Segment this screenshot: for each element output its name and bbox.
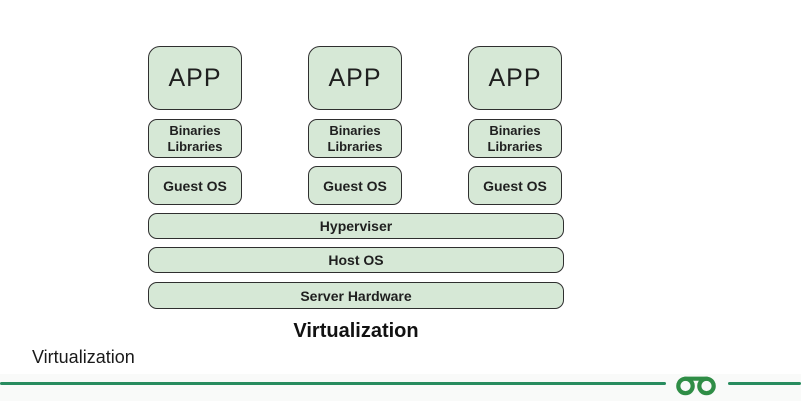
binaries-label: Binaries: [329, 123, 381, 139]
binaries-label: Binaries: [489, 123, 541, 139]
binaries-libraries-box-1: Binaries Libraries: [148, 119, 242, 158]
diagram-caption: Virtualization: [293, 320, 419, 342]
app-label: APP: [328, 63, 382, 92]
libraries-label: Libraries: [167, 138, 223, 154]
host-os-label: Host OS: [328, 252, 384, 268]
app-box-2: APP: [308, 46, 402, 110]
app-label: APP: [168, 63, 222, 92]
hyperviser-label: Hyperviser: [319, 218, 393, 234]
footer-rule-left: [0, 382, 666, 385]
binaries-label: Binaries: [169, 123, 221, 139]
libraries-label: Libraries: [327, 138, 383, 154]
footer-strip: [0, 374, 801, 401]
guest-os-label: Guest OS: [163, 177, 227, 194]
binaries-libraries-box-3: Binaries Libraries: [468, 119, 562, 158]
guest-os-box-3: Guest OS: [468, 166, 562, 205]
app-label: APP: [488, 63, 542, 92]
server-hardware-bar: Server Hardware: [148, 282, 564, 309]
guest-os-box-1: Guest OS: [148, 166, 242, 205]
footer-rule-right: [728, 382, 801, 385]
guest-os-label: Guest OS: [323, 177, 387, 194]
server-hardware-label: Server Hardware: [300, 287, 412, 304]
guest-os-box-2: Guest OS: [308, 166, 402, 205]
guest-os-label: Guest OS: [483, 177, 547, 194]
binaries-libraries-box-2: Binaries Libraries: [308, 119, 402, 158]
geeksforgeeks-logo-icon: [676, 376, 716, 396]
host-os-bar: Host OS: [148, 247, 564, 273]
hyperviser-bar: Hyperviser: [148, 213, 564, 239]
app-box-1: APP: [148, 46, 242, 110]
libraries-label: Libraries: [487, 138, 543, 154]
page-title: Virtualization: [32, 347, 135, 367]
app-box-3: APP: [468, 46, 562, 110]
